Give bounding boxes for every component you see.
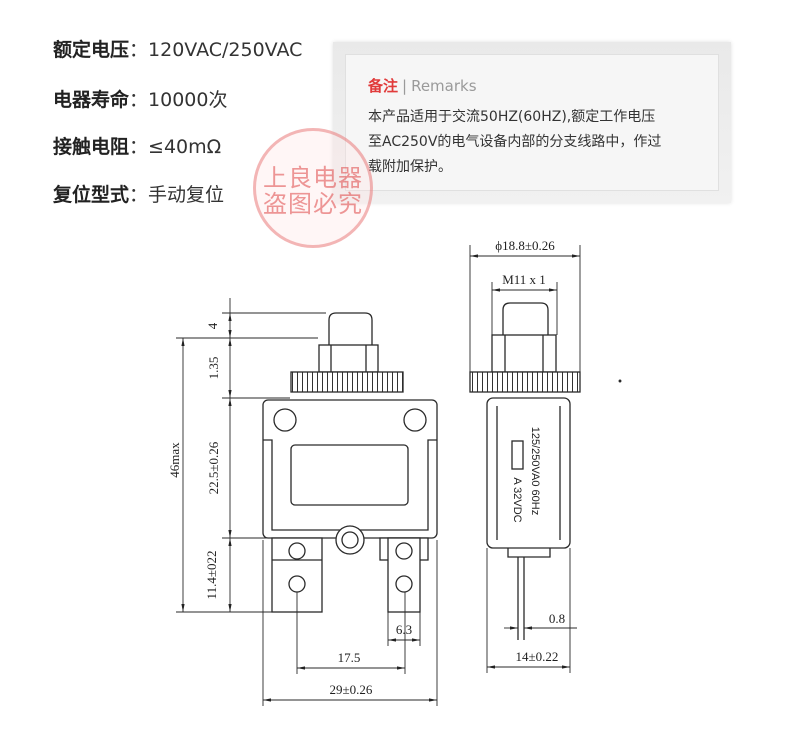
side-housing-outline	[486, 397, 571, 549]
threaded-collar	[318, 344, 379, 373]
mounting-hole-left	[273, 408, 297, 432]
side-knurled-nut	[469, 371, 581, 393]
remarks-divider: |	[402, 77, 408, 95]
spec-separator: ：	[129, 39, 149, 61]
spec-service-life: 电器寿命：10000次	[53, 88, 227, 112]
reset-button-cap	[328, 312, 373, 345]
left-terminal-hole-top	[288, 542, 306, 560]
dim-label-nut-diameter: ϕ18.8±0.26	[495, 238, 555, 253]
side-label-box	[511, 440, 524, 470]
side-view: 125/250VA0 60Hz A 32VDC	[469, 302, 622, 640]
remarks-box: 备注|Remarks 本产品适用于交流50HZ(60HZ),额定工作电压 至AC…	[333, 42, 731, 203]
spec-separator: ：	[129, 136, 149, 158]
mounting-hole-right	[403, 408, 427, 432]
label-window	[290, 444, 409, 506]
side-view-dimensions: ϕ18.8±0.26 M11 x 1 0.8 14±0.22	[469, 238, 581, 673]
remarks-header: 备注|Remarks	[368, 76, 477, 96]
spec-value: 手动复位	[148, 184, 225, 206]
spec-separator: ：	[129, 89, 149, 111]
dim-label-overall-height: 46max	[167, 442, 182, 478]
spec-label: 接触电阻	[53, 136, 130, 158]
dim-label-housing-width: 29±0.26	[330, 682, 373, 697]
spec-label: 额定电压	[53, 39, 130, 61]
side-reset-button-cap	[502, 302, 549, 335]
spec-label: 电器寿命	[53, 89, 130, 111]
dim-label-housing-depth: 14±0.22	[516, 649, 559, 664]
spec-value: 10000次	[148, 89, 228, 111]
dim-label-button-height: 4	[205, 322, 220, 329]
remarks-title-cn: 备注	[368, 77, 399, 95]
right-terminal-hole-bottom	[395, 575, 413, 593]
spec-label: 复位型式	[53, 184, 130, 206]
remarks-text-line: 载附加保护。	[368, 159, 452, 175]
dim-label-housing-height: 22.5±0.26	[206, 441, 221, 494]
stray-dot	[618, 379, 622, 383]
marking-dc-rating: A 32VDC	[511, 477, 523, 522]
watermark-line-2: 盗图必究	[263, 190, 363, 218]
remarks-text-line: 至AC250V的电气设备内部的分支线路中，作过	[368, 134, 662, 150]
terminal-screw-inner	[341, 531, 359, 549]
housing-outline	[262, 399, 438, 539]
watermark-seal: 上良电器 盗图必究	[253, 128, 373, 248]
side-housing-bottom	[507, 548, 551, 558]
right-terminal-hole-top	[395, 542, 413, 560]
dim-label-terminal-length: 11.4±022	[204, 551, 219, 600]
watermark-line-1: 上良电器	[263, 164, 363, 192]
front-view	[262, 312, 438, 613]
marking-ac-rating: 125/250VA0 60Hz	[529, 427, 541, 515]
dim-label-thread: M11 x 1	[502, 272, 546, 287]
dim-label-collar-height: 1.35	[206, 357, 221, 380]
right-terminal-tab	[387, 537, 421, 613]
spec-separator: ：	[129, 184, 149, 206]
spec-reset-type: 复位型式：手动复位	[53, 183, 224, 207]
front-view-dimensions: 4 1.35 22.5±0.26 11.4±022 46max 6.3 17.5…	[167, 298, 438, 706]
remarks-text-line: 本产品适用于交流50HZ(60HZ),额定工作电压	[368, 109, 656, 125]
spec-contact-resistance: 接触电阻：≤40mΩ	[53, 135, 221, 159]
spec-value: 120VAC/250VAC	[148, 39, 303, 61]
remarks-panel: 备注|Remarks 本产品适用于交流50HZ(60HZ),额定工作电压 至AC…	[345, 54, 719, 191]
remarks-title-en: Remarks	[411, 77, 477, 95]
side-threaded-collar	[491, 334, 557, 373]
terminal-screw	[335, 525, 365, 555]
dim-label-terminal-pitch: 17.5	[338, 650, 361, 665]
spec-value: ≤40mΩ	[148, 136, 222, 158]
spec-rated-voltage: 额定电压：120VAC/250VAC	[53, 38, 302, 62]
dim-label-tab-thickness: 0.8	[549, 611, 565, 626]
knurled-nut	[290, 371, 404, 393]
dim-label-tab-width: 6.3	[396, 622, 412, 637]
